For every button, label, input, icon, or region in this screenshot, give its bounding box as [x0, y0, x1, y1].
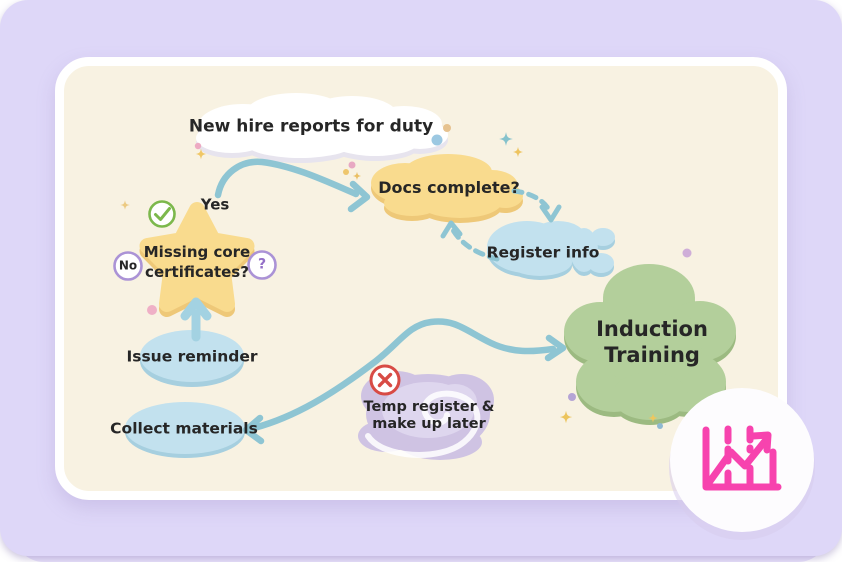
question-circle-icon [247, 250, 277, 280]
arrow-docs-to-register [511, 188, 562, 223]
sparkle-icon [499, 132, 513, 146]
register-info-node-label: Register info [486, 243, 600, 262]
swirl-stroke [365, 390, 481, 458]
issue-reminder-node-label: Issue reminder [126, 347, 258, 366]
sparkle-icon [648, 413, 658, 423]
no-branch-label: No [118, 258, 138, 273]
start-node-shape [196, 93, 448, 163]
sparkle-icon [512, 146, 524, 158]
arrow-yes-to-docs [214, 158, 371, 213]
cross-circle-icon [369, 364, 401, 396]
docs-complete-node-shape [371, 154, 523, 223]
collect-materials-node-shape [125, 402, 245, 458]
missing-certificates-node-shape [139, 202, 255, 317]
sparkle-icon [195, 148, 207, 160]
sparkle-icon [120, 200, 130, 210]
start-node-label: New hire reports for duty [188, 116, 434, 137]
induction-training-node-shape [564, 264, 736, 425]
arrow-issue-to-star [180, 297, 212, 342]
label-line: Induction [596, 317, 708, 341]
label-line: Temp register & [363, 399, 495, 415]
line-chart-icon [702, 425, 782, 491]
chart-badge [669, 388, 815, 540]
question-mark-label: ? [257, 256, 267, 273]
issue-reminder-node-shape [140, 330, 244, 387]
no-circle-badge [113, 251, 143, 281]
confetti-decorations [120, 124, 692, 429]
arrow-collect-induction [242, 318, 567, 445]
collect-materials-node-label: Collect materials [110, 419, 258, 438]
label-line: certificates? [145, 263, 249, 281]
label-line: Missing core [143, 243, 251, 261]
missing-certificates-node-label: Missing core certificates? [144, 242, 250, 282]
temp-register-node-label: Temp register & make up later [364, 399, 495, 433]
yes-branch-label: Yes [200, 195, 230, 214]
temp-register-node-shape [358, 371, 494, 460]
label-line: make up later [372, 416, 486, 432]
sparkle-icon [559, 410, 573, 424]
docs-complete-node-label: Docs complete? [378, 178, 520, 197]
label-line: Training [604, 343, 700, 367]
sparkle-icon [352, 171, 362, 181]
arrow-register-to-docs [440, 220, 500, 262]
induction-training-node-label: Induction Training [596, 316, 708, 368]
register-info-node-shape [487, 221, 615, 280]
check-circle-icon [148, 200, 176, 228]
